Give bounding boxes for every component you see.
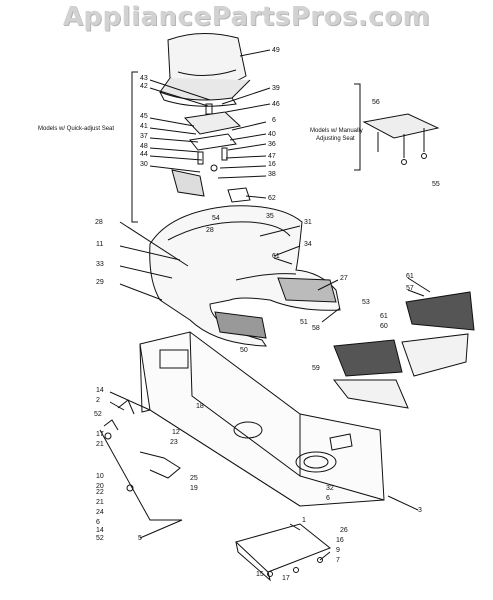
part-number-label: 55 — [432, 181, 440, 188]
foot-pad-58-drawing — [333, 339, 403, 377]
part-number-label: 37 — [140, 133, 148, 140]
part-number-label: 49 — [272, 47, 280, 54]
part-number-label: 5 — [138, 535, 142, 542]
part-number-label: 45 — [140, 113, 148, 120]
part-number-label: 57 — [406, 285, 414, 292]
part-number-label: 11 — [96, 241, 103, 248]
part-number-label: 34 — [304, 241, 312, 248]
part-number-label: 2 — [96, 397, 100, 404]
part-number-label: 41 — [140, 123, 148, 130]
part-number-label: 52 — [96, 535, 104, 542]
part-number-label: 30 — [140, 161, 148, 168]
part-number-label: 43 — [140, 75, 148, 82]
part-number-label: 19 — [190, 485, 198, 492]
part-number-label: 53 — [362, 299, 370, 306]
part-number-label: 16 — [336, 537, 344, 544]
part-number-label: 21 — [96, 441, 104, 448]
part-number-label: 17 — [282, 575, 290, 582]
part-number-label: 47 — [268, 153, 276, 160]
part-number-label: 15 — [256, 571, 264, 578]
part-number-label: 28 — [95, 219, 103, 226]
part-number-label: 7 — [336, 557, 340, 564]
part-number-label: 26 — [340, 527, 348, 534]
part-number-label: 1 — [302, 517, 306, 524]
pedal-linkage-drawing — [99, 399, 182, 521]
note-manual-adjust-seat-line2: Adjusting Seat — [316, 136, 355, 142]
part-number-label: 51 — [300, 319, 308, 326]
pedal-bracket-drawing — [235, 523, 331, 582]
part-number-label: 3 — [418, 507, 422, 514]
part-number-label: 39 — [272, 85, 280, 92]
part-number-label: 42 — [140, 83, 148, 90]
part-number-label: 48 — [140, 143, 148, 150]
part-number-label: 6 — [326, 495, 330, 502]
part-number-label: 23 — [170, 439, 178, 446]
part-number-label: 54 — [212, 215, 220, 222]
part-number-label: 62 — [268, 195, 276, 202]
fender-drawing — [149, 169, 341, 347]
frame-drawing — [139, 331, 385, 507]
part-number-label: 14 — [96, 387, 104, 394]
part-number-label: 31 — [304, 219, 312, 226]
part-number-label: 61 — [272, 253, 280, 260]
part-number-label: 61 — [406, 273, 414, 280]
seat-drawing — [159, 32, 251, 107]
part-number-label: 24 — [96, 509, 104, 516]
watermark: AppliancePartsPros.com — [62, 2, 431, 32]
part-number-label: 36 — [268, 141, 276, 148]
part-number-label: 32 — [326, 485, 334, 492]
part-number-label: 35 — [266, 213, 274, 220]
part-number-label: 14 — [96, 527, 104, 534]
part-number-label: 12 — [172, 429, 180, 436]
part-number-label: 52 — [94, 411, 102, 418]
foot-pad-57-drawing — [405, 291, 475, 331]
part-number-label: 6 — [96, 519, 100, 526]
part-number-label: 16 — [268, 161, 276, 168]
part-number-label: 20 — [96, 483, 104, 490]
part-number-label: 17 — [96, 431, 104, 438]
note-manual-adjust-seat-line1: Models w/ Manually — [310, 128, 363, 134]
part-number-label: 27 — [340, 275, 348, 282]
part-number-label: 28 — [206, 227, 214, 234]
part-number-label: 44 — [140, 151, 148, 158]
part-number-label: 29 — [96, 279, 104, 286]
part-number-label: 21 — [96, 499, 104, 506]
part-number-label: 50 — [240, 347, 248, 354]
part-number-label: 18 — [196, 403, 204, 410]
part-number-label: 38 — [268, 171, 276, 178]
part-number-label: 9 — [336, 547, 340, 554]
part-number-label: 40 — [268, 131, 276, 138]
part-number-label: 6 — [272, 117, 276, 124]
part-number-label: 10 — [96, 473, 104, 480]
part-number-label: 33 — [96, 261, 104, 268]
part-number-label: 59 — [312, 365, 320, 372]
note-quick-adjust-seat: Models w/ Quick-adjust Seat — [38, 126, 115, 132]
part-number-label: 60 — [380, 323, 388, 330]
part-number-label: 22 — [96, 489, 104, 496]
seat-hardware-drawing — [183, 103, 242, 172]
part-number-label: 56 — [372, 99, 380, 106]
part-number-label: 58 — [312, 325, 320, 332]
manual-seat-bracket-drawing — [362, 113, 440, 165]
part-number-label: 25 — [190, 475, 198, 482]
foot-pad-59-drawing — [332, 379, 409, 409]
part-number-label: 61 — [380, 313, 388, 320]
foot-pad-60-drawing — [401, 333, 469, 377]
part-number-label: 46 — [272, 101, 280, 108]
